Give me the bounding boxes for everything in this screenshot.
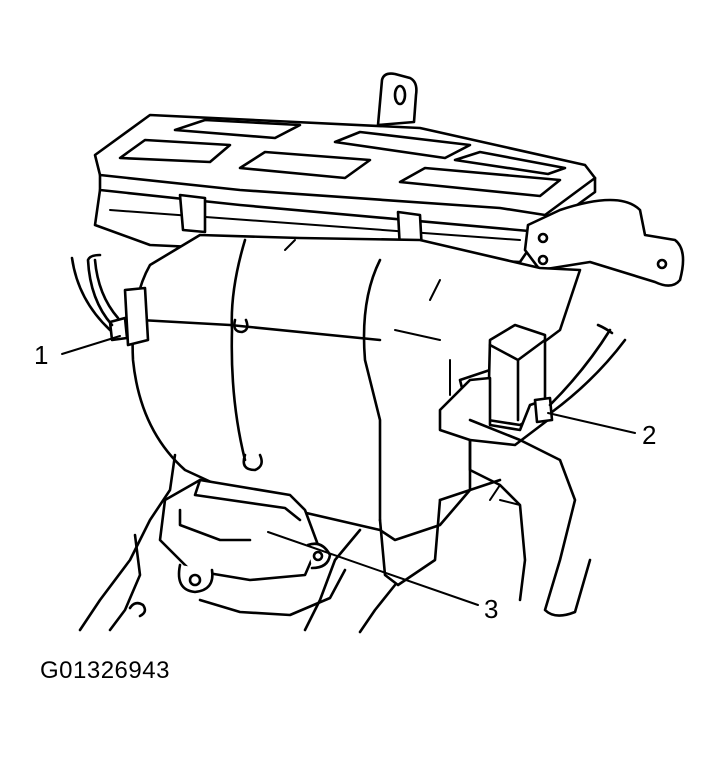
tray-rim (98, 173, 597, 234)
tray-vent-slot (453, 150, 567, 176)
tray-vent-slot (173, 118, 302, 140)
flange-hole (656, 258, 668, 270)
flange-hole (537, 254, 549, 266)
callout-2-leader (547, 412, 636, 434)
right-mounting-flange (523, 198, 685, 287)
component-2-wire (550, 338, 627, 414)
lower-outlet (438, 478, 502, 502)
tray-vent-slot (118, 138, 232, 164)
housing-contour (284, 239, 296, 251)
component-2-face (488, 338, 547, 422)
background-structure (358, 583, 397, 634)
callout-3-label: 3 (484, 594, 499, 624)
component-3-mount-tab (177, 563, 214, 594)
component-3-mount-tab (306, 542, 332, 570)
component-1-plug (108, 316, 129, 342)
background-structure (303, 528, 362, 632)
flange-hole (537, 232, 549, 244)
air-inlet-tray (93, 113, 597, 217)
component-2-wire (596, 323, 614, 335)
housing-tab (242, 453, 263, 472)
case-seam (109, 209, 521, 241)
tray-vent-slot (398, 166, 562, 198)
component-3-mount-hole (188, 573, 202, 587)
upper-clip-left (178, 193, 207, 234)
component-2-wire (548, 328, 612, 407)
component-1-wire (93, 258, 120, 320)
top-mounting-bracket (376, 72, 418, 127)
component-1-wire (70, 256, 112, 332)
component-3-mount-hole (312, 550, 324, 562)
background-structure (128, 601, 147, 618)
callout-3-leader (267, 531, 479, 606)
lower-right-case (468, 418, 592, 617)
background-structure (78, 453, 177, 632)
upper-case-band (93, 188, 537, 264)
callout-1-label: 1 (34, 340, 49, 370)
housing-contour (394, 279, 451, 396)
housing-rib (362, 258, 382, 522)
housing-tab (233, 318, 249, 334)
housing-rib (230, 238, 247, 462)
case-contour (489, 484, 521, 506)
bracket-hole (393, 84, 407, 106)
component-3-detail (178, 478, 302, 542)
callout-2-label: 2 (642, 420, 657, 450)
callout-1-leader (61, 335, 121, 355)
component-2-plug (533, 396, 554, 424)
background-structure (198, 568, 347, 617)
tray-vent-slot (238, 150, 372, 180)
figure-id: G01326943 (40, 657, 170, 684)
background-structure (108, 533, 142, 632)
lower-right-case (468, 438, 527, 602)
lower-outlet (378, 498, 442, 587)
component-1-wire (86, 253, 114, 327)
housing-split-line (138, 318, 382, 342)
component-1-connector (123, 286, 150, 347)
tray-vent-slot (333, 130, 472, 160)
